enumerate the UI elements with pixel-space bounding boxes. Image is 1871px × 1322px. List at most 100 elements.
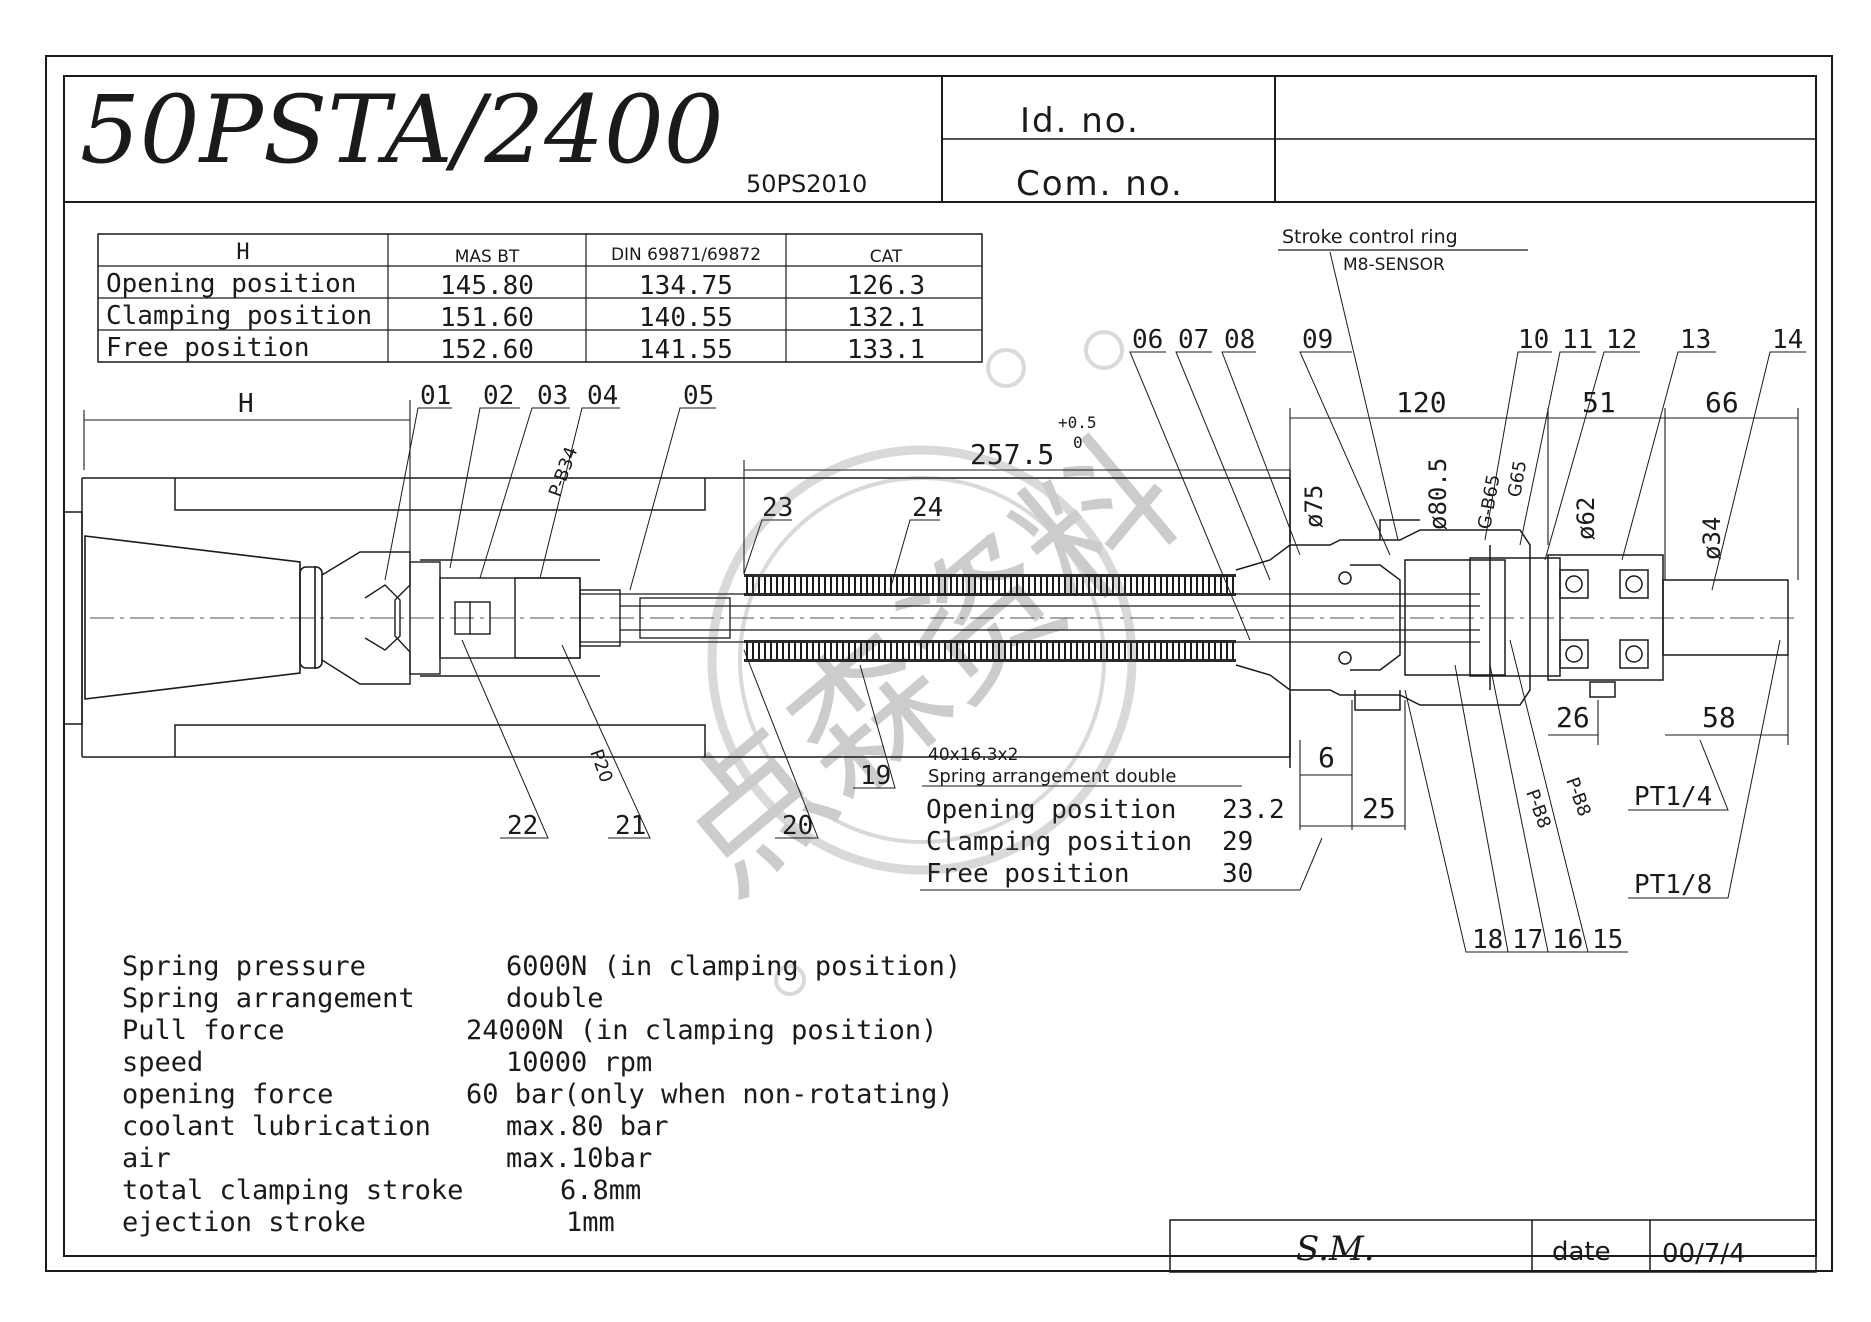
seal-pb34: P-B34 (545, 444, 582, 500)
spring-size: 40x16.3x2 (928, 745, 1018, 765)
model-title: 50PSTA/2400 (80, 76, 724, 185)
part-23: 23 (762, 493, 793, 523)
part-02: 02 (483, 381, 514, 411)
part-17: 17 (1512, 925, 1543, 955)
tool-taper (84, 535, 323, 700)
spec-value: double (506, 983, 604, 1014)
part-04: 04 (587, 381, 618, 411)
seal-g65: G65 (1504, 459, 1531, 499)
table-row-label: Opening position (106, 269, 356, 299)
dimensions (83, 400, 1799, 830)
dim-dia62: ø62 (1572, 497, 1600, 540)
part-20: 20 (782, 811, 813, 841)
part-01: 01 (420, 381, 451, 411)
part-24: 24 (912, 493, 943, 523)
title-block: 50PSTA/2400 50PS2010 Id. no. Com. no. (64, 76, 1816, 204)
id-label: Id. no. (1020, 101, 1140, 141)
spec-value: 10000 rpm (506, 1047, 652, 1078)
table-header-cat: CAT (870, 247, 903, 267)
part-08: 08 (1224, 325, 1255, 355)
spec-label: air (122, 1143, 171, 1174)
dim-dia80: ø80.5 (1424, 458, 1452, 530)
stroke-value: 30 (1222, 859, 1253, 889)
com-label: Com. no. (1016, 164, 1184, 204)
stroke-label: Opening position (926, 795, 1176, 825)
spec-label: speed (122, 1047, 203, 1078)
spec-value: 60 bar(only when non-rotating) (466, 1079, 954, 1110)
table-cell: 134.75 (639, 271, 733, 301)
table-cell: 126.3 (847, 271, 925, 301)
table-cell: 133.1 (847, 335, 925, 365)
dim-25: 25 (1362, 792, 1396, 825)
stroke-label: Clamping position (926, 827, 1192, 857)
watermark: 点森资料 (640, 330, 1212, 996)
spec-label: Spring arrangement (122, 983, 415, 1014)
part-03: 03 (537, 381, 568, 411)
dim-257: 257.5 (970, 438, 1054, 471)
stroke-value: 23.2 (1222, 795, 1285, 825)
dim-66: 66 (1705, 386, 1739, 419)
table-cell: 151.60 (440, 303, 534, 333)
spec-label: ejection stroke (122, 1207, 366, 1238)
part-19: 19 (860, 761, 891, 791)
dim-tol-plus: +0.5 (1058, 413, 1097, 432)
seal-pb8-1: P-B8 (1521, 787, 1554, 832)
rotary-union (1547, 554, 1789, 698)
port-callouts: PT1/4 PT1/8 (1628, 639, 1781, 900)
seal-gb65: G-B65 (1474, 473, 1504, 531)
part-18: 18 (1472, 925, 1503, 955)
part-11: 11 (1562, 325, 1593, 355)
dim-h: H (238, 389, 254, 419)
date-label: date (1552, 1237, 1611, 1267)
spec-list: Spring pressure 6000N (in clamping posit… (122, 951, 961, 1238)
part-15: 15 (1592, 925, 1623, 955)
spec-value: 6.8mm (560, 1175, 641, 1206)
spec-label: opening force (122, 1079, 333, 1110)
part-13: 13 (1680, 325, 1711, 355)
spec-label: Pull force (122, 1015, 285, 1046)
table-cell: 152.60 (440, 335, 534, 365)
spec-value: 24000N (in clamping position) (466, 1015, 937, 1046)
dimension-labels: H 257.5 +0.5 0 120 51 66 58 26 6 25 ø75 … (238, 386, 1739, 825)
table-row-label: Free position (106, 333, 310, 363)
part-callouts-top: 01 02 03 04 05 06 07 08 09 10 11 12 13 1… (420, 325, 1803, 523)
table-row-label: Clamping position (106, 301, 372, 331)
disc-spring-stack-lower (744, 640, 1236, 662)
table-cell: 132.1 (847, 303, 925, 333)
stroke-positions: Opening position 23.2 Clamping position … (920, 795, 1323, 891)
spindle-body (63, 470, 1291, 768)
dim-dia34: ø34 (1698, 517, 1726, 560)
part-06: 06 (1132, 325, 1163, 355)
spring-arrangement-note: Spring arrangement double (928, 766, 1176, 787)
port-pt14: PT1/4 (1634, 782, 1712, 812)
part-21: 21 (615, 811, 646, 841)
sensor-label: M8-SENSOR (1343, 255, 1445, 275)
table-cell: 140.55 (639, 303, 733, 333)
table-header-mas: MAS BT (455, 247, 520, 267)
part-callouts-bottom: 22 21 20 19 18 17 16 15 (507, 761, 1623, 955)
table-cell: 145.80 (440, 271, 534, 301)
spec-label: coolant lubrication (122, 1111, 431, 1142)
dim-6: 6 (1318, 741, 1335, 774)
dim-51: 51 (1582, 386, 1616, 419)
date-value: 00/7/4 (1662, 1239, 1746, 1269)
spec-value: 6000N (in clamping position) (506, 951, 961, 982)
stroke-ring-label: Stroke control ring (1282, 226, 1458, 248)
spec-label: Spring pressure (122, 951, 366, 982)
spec-value: max.80 bar (506, 1111, 669, 1142)
dim-tol-zero: 0 (1073, 433, 1083, 452)
spec-value: 1mm (566, 1207, 615, 1238)
port-pt18: PT1/8 (1634, 870, 1712, 900)
part-09: 09 (1302, 325, 1333, 355)
seal-pb8-2: P-B8 (1561, 775, 1594, 820)
drawbar-assembly (63, 470, 1800, 768)
spec-label: total clamping stroke (122, 1175, 463, 1206)
seal-callouts: P-B34 P20 G-B65 G65 P-B8 P-B8 (545, 444, 1595, 831)
spring-note: 40x16.3x2 Spring arrangement double (922, 745, 1242, 787)
part-07: 07 (1178, 325, 1209, 355)
stroke-ring-callout: Stroke control ring M8-SENSOR (1278, 226, 1528, 541)
signature: S.M. (1296, 1229, 1375, 1269)
table-cell: 141.55 (639, 335, 733, 365)
stroke-value: 29 (1222, 827, 1253, 857)
